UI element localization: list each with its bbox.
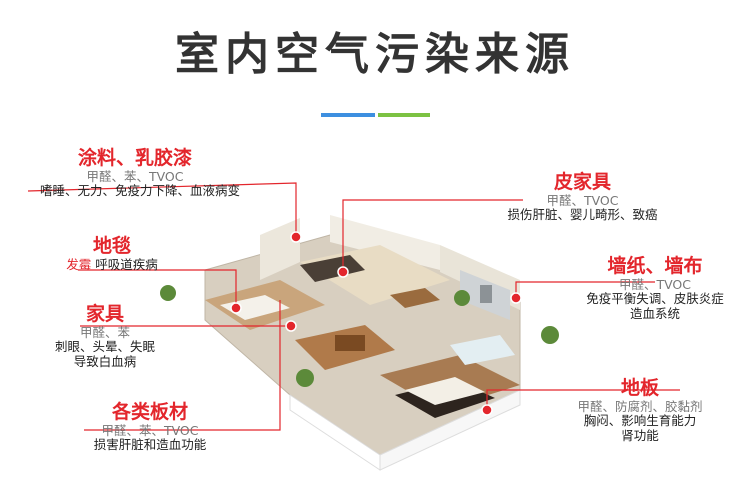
source-leather: 皮家具 甲醛、TVOC 损伤肝脏、婴儿畸形、致癌 [495, 171, 670, 223]
source-wallpaper: 墙纸、墙布 甲醛、TVOC 免疫平衡失调、皮肤炎症 造血系统 [570, 255, 740, 321]
furniture-title: 家具 [85, 303, 124, 325]
source-carpet: 地毯 发霉 呼吸道疾病 [52, 235, 172, 272]
boards-pollutants: 甲醛、苯、TVOC [101, 422, 199, 438]
leather-title: 皮家具 [553, 171, 611, 193]
paint-pollutants: 甲醛、苯、TVOC [86, 168, 184, 184]
floor-title: 地板 [620, 377, 659, 399]
wallpaper-effects-2: 造血系统 [629, 305, 680, 321]
title-underline-blue [321, 113, 375, 117]
boards-title: 各类板材 [111, 401, 188, 423]
floor-effects-1: 胸闷、影响生育能力 [583, 413, 697, 429]
floor-effects-2: 肾功能 [621, 427, 659, 443]
leather-pollutants: 甲醛、TVOC [546, 192, 619, 208]
title-underline-green [378, 113, 430, 117]
floor-pollutants: 甲醛、防腐剂、胶黏剂 [577, 398, 703, 414]
paint-effects: 嗜睡、无力、免疫力下降、血液病变 [40, 183, 241, 199]
wallpaper-pollutants: 甲醛、TVOC [618, 276, 692, 292]
furniture-effects-2: 导致白血病 [73, 353, 137, 369]
leather-effects: 损伤肝脏、婴儿畸形、致癌 [507, 207, 658, 223]
source-floor: 地板 甲醛、防腐剂、胶黏剂 胸闷、影响生育能力 肾功能 [560, 377, 720, 443]
paint-title: 涂料、乳胶漆 [77, 147, 192, 169]
page-title: 室内空气污染来源 [175, 29, 575, 80]
furniture-effects-1: 刺眼、头晕、失眠 [54, 339, 155, 355]
carpet-effects: 呼吸道疾病 [95, 256, 158, 272]
wallpaper-effects-1: 免疫平衡失调、皮肤炎症 [586, 291, 724, 307]
furniture-pollutants: 甲醛、苯 [79, 324, 130, 340]
boards-effects: 损害肝脏和造血功能 [93, 437, 207, 453]
carpet-pollutants: 发霉 [66, 256, 92, 272]
source-furniture: 家具 甲醛、苯 刺眼、头晕、失眠 导致白血病 [45, 303, 165, 369]
wallpaper-title: 墙纸、墙布 [607, 255, 703, 277]
carpet-title: 地毯 [92, 235, 131, 257]
source-boards: 各类板材 甲醛、苯、TVOC 损害肝脏和造血功能 [70, 401, 230, 453]
source-paint: 涂料、乳胶漆 甲醛、苯、TVOC 嗜睡、无力、免疫力下降、血液病变 [40, 147, 241, 199]
